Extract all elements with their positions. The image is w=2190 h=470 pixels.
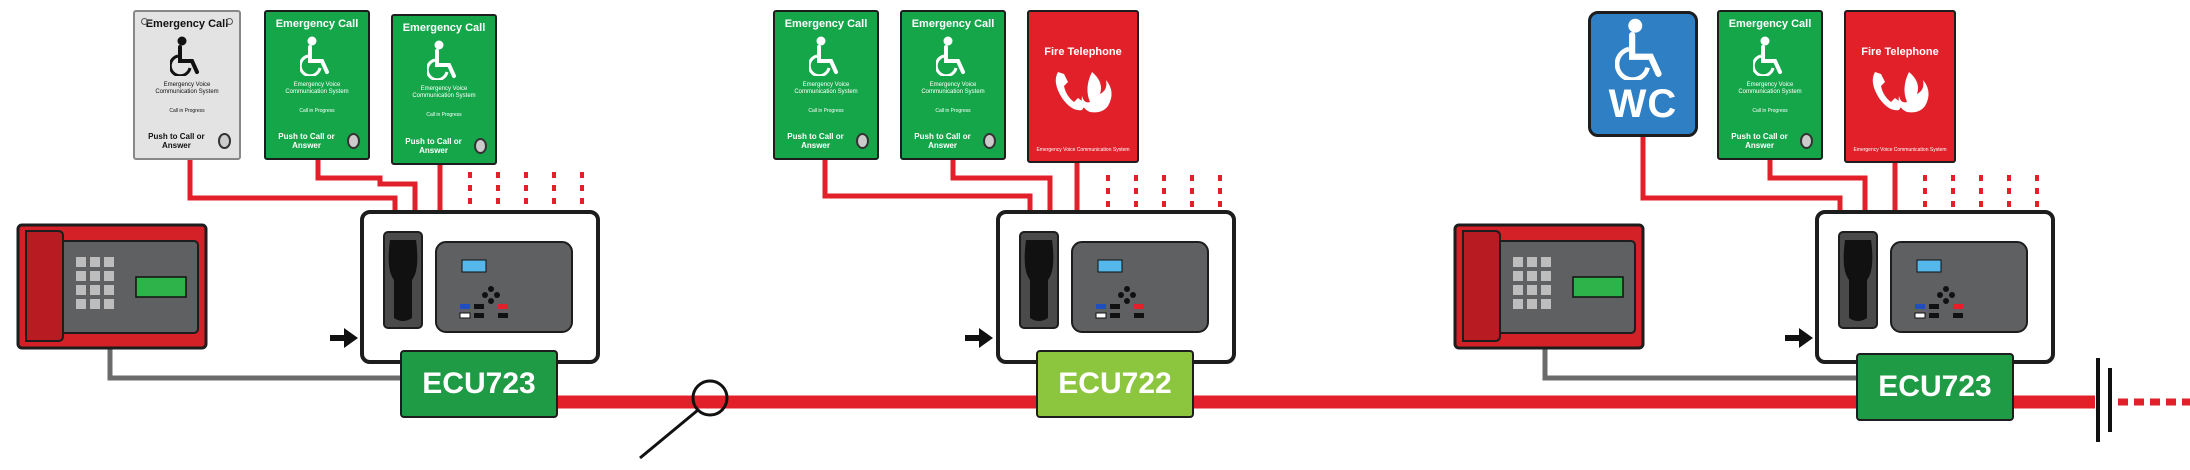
panel-system-text: Emergency Voice Communication System: [155, 82, 219, 95]
panel-title: Fire Telephone: [1861, 46, 1939, 58]
magnifier-icon: [639, 379, 729, 460]
master-cable-2: [1542, 345, 1860, 381]
push-button[interactable]: [474, 138, 487, 154]
push-button[interactable]: [856, 133, 869, 149]
panel-cable: [950, 160, 1053, 212]
emergency-call-panel: Emergency Call Emergency Voice Communica…: [264, 10, 370, 160]
wheelchair-icon: [936, 36, 965, 76]
emergency-call-panel: Emergency Call Emergency Voice Communica…: [900, 10, 1006, 160]
push-label: Push to Call or Answer: [1731, 132, 1788, 150]
master-cable-1: [107, 345, 400, 381]
handset-icon: [388, 240, 418, 321]
arrow-right-icon: [965, 328, 993, 348]
push-button[interactable]: [217, 133, 231, 149]
ecu-label: ECU723: [400, 350, 558, 418]
panel-system-text: Emergency Voice Communication System: [1036, 147, 1130, 153]
control-unit-1: [360, 210, 600, 364]
panel-system-text: Emergency Voice Communication System: [794, 82, 858, 95]
emergency-call-panel: Emergency Call Emergency Voice Communica…: [133, 10, 241, 160]
spare-cables-group-1: [468, 172, 584, 212]
emergency-call-panel: Emergency Call Emergency Voice Communica…: [773, 10, 879, 160]
wheelchair-icon: [1615, 18, 1662, 80]
fire-telephone-panel: Fire Telephone Emergency Voice Communica…: [1027, 10, 1139, 163]
panel-status-text: Call in Progress: [169, 108, 205, 114]
panel-cable: [822, 160, 1033, 212]
control-buttons: [1914, 286, 1963, 319]
wheelchair-icon: [170, 36, 199, 76]
panel-cable: [187, 160, 398, 212]
panel-status-text: Call in Progress: [808, 108, 844, 114]
push-label: Push to Call or Answer: [914, 132, 971, 150]
panel-system-text: Emergency Voice Communication System: [1853, 147, 1947, 153]
push-label: Push to Call or Answer: [787, 132, 844, 150]
fire-telephone-icon: [1055, 72, 1112, 113]
push-button[interactable]: [347, 133, 360, 149]
panel-cable: [1640, 135, 1843, 212]
push-label: Push to Call or Answer: [148, 132, 205, 150]
panel-title: Emergency Call: [784, 18, 868, 30]
master-handset-icon: [1453, 223, 1645, 350]
control-unit-2: [996, 210, 1236, 364]
arrow-right-icon: [1785, 328, 1813, 348]
wheelchair-icon: [809, 36, 838, 76]
handset-icon: [1024, 240, 1054, 321]
arrow-right-icon: [330, 328, 358, 348]
ecu-label: ECU722: [1036, 350, 1194, 418]
ecu-label: ECU723: [1856, 353, 2014, 421]
keypad-icon: [76, 257, 114, 309]
wheelchair-icon: [427, 40, 456, 80]
push-label: Push to Call or Answer: [278, 132, 335, 150]
unit-display: [1916, 259, 1942, 273]
panel-system-text: Emergency Voice Communication System: [285, 82, 349, 95]
panel-system-text: Emergency Voice Communication System: [921, 82, 985, 95]
push-button[interactable]: [983, 133, 996, 149]
panel-status-text: Call in Progress: [426, 112, 462, 118]
lcd-display: [135, 276, 187, 298]
spare-cables-group-3: [1923, 175, 2039, 212]
unit-display: [461, 259, 487, 273]
panel-title: Emergency Call: [402, 22, 486, 34]
fire-telephone-panel: Fire Telephone Emergency Voice Communica…: [1844, 10, 1956, 163]
panel-system-text: Emergency Voice Communication System: [412, 86, 476, 99]
wc-label: WC: [1608, 82, 1678, 126]
lcd-display: [1572, 276, 1624, 298]
panel-title: Emergency Call: [275, 18, 359, 30]
panel-cable: [1767, 160, 1868, 212]
push-button[interactable]: [1800, 133, 1813, 149]
panel-cable: [315, 160, 418, 212]
control-buttons: [459, 286, 508, 319]
panel-title: Emergency Call: [145, 18, 229, 30]
unit-display: [1097, 259, 1123, 273]
panel-status-text: Call in Progress: [1752, 108, 1788, 114]
panel-status-text: Call in Progress: [935, 108, 971, 114]
keypad-icon: [1513, 257, 1551, 309]
push-label: Push to Call or Answer: [405, 137, 462, 155]
emergency-call-panel: Emergency Call Emergency Voice Communica…: [1717, 10, 1823, 160]
panel-title: Emergency Call: [911, 18, 995, 30]
panel-status-text: Call in Progress: [299, 108, 335, 114]
control-buttons: [1095, 286, 1144, 319]
wc-sign-panel: WC: [1588, 11, 1698, 137]
spare-cables-group-2: [1106, 175, 1222, 212]
panel-system-text: Emergency Voice Communication System: [1738, 82, 1802, 95]
panel-title: Emergency Call: [1728, 18, 1812, 30]
master-handset-icon: [16, 223, 208, 350]
emergency-call-panel: Emergency Call Emergency Voice Communica…: [391, 14, 497, 165]
wheelchair-icon: [1753, 36, 1782, 76]
control-unit-3: [1815, 210, 2055, 364]
fire-telephone-icon: [1872, 72, 1929, 113]
wheelchair-icon: [300, 36, 329, 76]
handset-icon: [1843, 240, 1873, 321]
panel-title: Fire Telephone: [1044, 46, 1122, 58]
